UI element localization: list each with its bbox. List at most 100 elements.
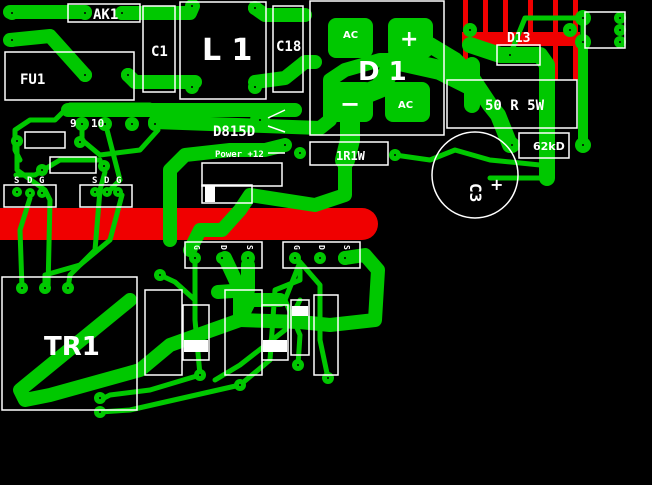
d1-ac-pad[interactable]	[385, 82, 430, 122]
trace[interactable]	[97, 255, 203, 403]
d1-ac-label: AC	[398, 100, 413, 111]
drill-hole	[81, 123, 83, 125]
drill-hole	[21, 287, 23, 289]
drill-hole	[509, 54, 511, 56]
c18-label: C18	[276, 39, 301, 55]
tr1-outline	[1, 276, 138, 411]
drill-hole	[104, 123, 106, 125]
drill-hole	[582, 144, 584, 146]
fu1-label: FU1	[20, 72, 45, 88]
drill-hole	[154, 123, 156, 125]
pads	[5, 0, 626, 418]
drill-hole	[117, 191, 119, 193]
capacitor-label: C3	[466, 183, 485, 202]
trace[interactable]	[102, 119, 123, 193]
drill-hole	[131, 123, 133, 125]
drill-hole	[29, 192, 31, 194]
power-label: Power +12	[215, 150, 264, 160]
pin-g-label: G	[192, 245, 201, 250]
drill-hole	[469, 29, 471, 31]
ground-bus-trace[interactable]	[0, 208, 378, 240]
drill-hole	[41, 169, 43, 171]
trace[interactable]	[79, 119, 161, 158]
drill-hole	[284, 144, 286, 146]
drill-hole	[103, 165, 105, 167]
drill-hole	[79, 141, 81, 143]
drill-hole	[199, 374, 201, 376]
trace[interactable]	[148, 53, 407, 135]
trace[interactable]	[42, 192, 125, 291]
drill-hole	[394, 154, 396, 156]
drill-hole	[619, 29, 621, 31]
d1-minus-label: −	[340, 90, 360, 118]
drill-hole	[127, 74, 129, 76]
d13-outline	[496, 44, 541, 66]
trace[interactable]	[115, 0, 200, 20]
r50-label: 50 R 5W	[485, 98, 545, 114]
trace[interactable]	[297, 259, 331, 381]
pin-s-label: S	[245, 245, 254, 250]
trace[interactable]	[340, 50, 480, 110]
drill-hole	[511, 144, 513, 146]
trace[interactable]	[157, 272, 198, 303]
silkscreen-layer	[1, 0, 626, 411]
drill-hole	[221, 257, 223, 259]
drill-hole	[67, 287, 69, 289]
mosfet-mid1-outline	[184, 241, 263, 269]
d13-label: D13	[507, 31, 530, 46]
drill-hole	[344, 257, 346, 259]
drill-hole	[239, 384, 241, 386]
trace[interactable]	[163, 138, 292, 247]
trace[interactable]	[13, 157, 103, 178]
trace[interactable]	[335, 95, 360, 170]
drill-hole	[254, 7, 256, 9]
trace[interactable]	[3, 29, 92, 82]
pin-d-label: D	[317, 245, 326, 250]
d1-label: D 1	[358, 57, 407, 87]
drill-hole	[191, 5, 193, 7]
pin-d-label: D	[219, 245, 228, 250]
drill-hole	[99, 411, 101, 413]
trace[interactable]	[121, 68, 202, 89]
trace[interactable]	[248, 55, 322, 89]
drill-hole	[191, 86, 193, 88]
drill-hole	[11, 12, 13, 14]
tr1-label: TR1	[44, 332, 100, 362]
electrolytic-capacitor-outline	[431, 131, 519, 219]
r62k-outline	[518, 132, 570, 159]
pin-s-label: S	[14, 176, 19, 186]
d1-ac-pad[interactable]	[328, 18, 373, 58]
drill-hole	[569, 29, 571, 31]
ak1-label: AK1	[93, 7, 118, 23]
drill-hole	[194, 257, 196, 259]
pin-d-label: D	[27, 176, 33, 186]
drill-hole	[294, 257, 296, 259]
drill-hole	[106, 191, 108, 193]
drill-hole	[16, 191, 18, 193]
drill-hole	[247, 257, 249, 259]
d1-plus-pad[interactable]	[388, 18, 433, 58]
drill-hole	[319, 257, 321, 259]
c18-outline	[272, 5, 304, 93]
drill-hole	[582, 41, 584, 43]
trace[interactable]	[392, 147, 543, 168]
pin-d-label: D	[104, 176, 110, 186]
drill-hole	[619, 17, 621, 19]
pin-s-label: S	[342, 245, 351, 250]
drill-hole	[94, 191, 96, 193]
l1-outline	[179, 1, 267, 100]
mosfet-mid2-outline	[282, 241, 361, 269]
c1-outline	[142, 5, 176, 93]
drill-hole	[84, 12, 86, 14]
drill-hole	[582, 17, 584, 19]
c1-label: C1	[151, 44, 168, 60]
trace[interactable]	[218, 248, 385, 332]
trace[interactable]	[17, 195, 33, 291]
d1-ac-label: AC	[343, 30, 358, 41]
capacitor-plus-label: +	[490, 175, 503, 194]
optocoupler-outline	[584, 11, 626, 49]
ak1-outline	[67, 3, 141, 23]
trace[interactable]	[248, 1, 312, 22]
